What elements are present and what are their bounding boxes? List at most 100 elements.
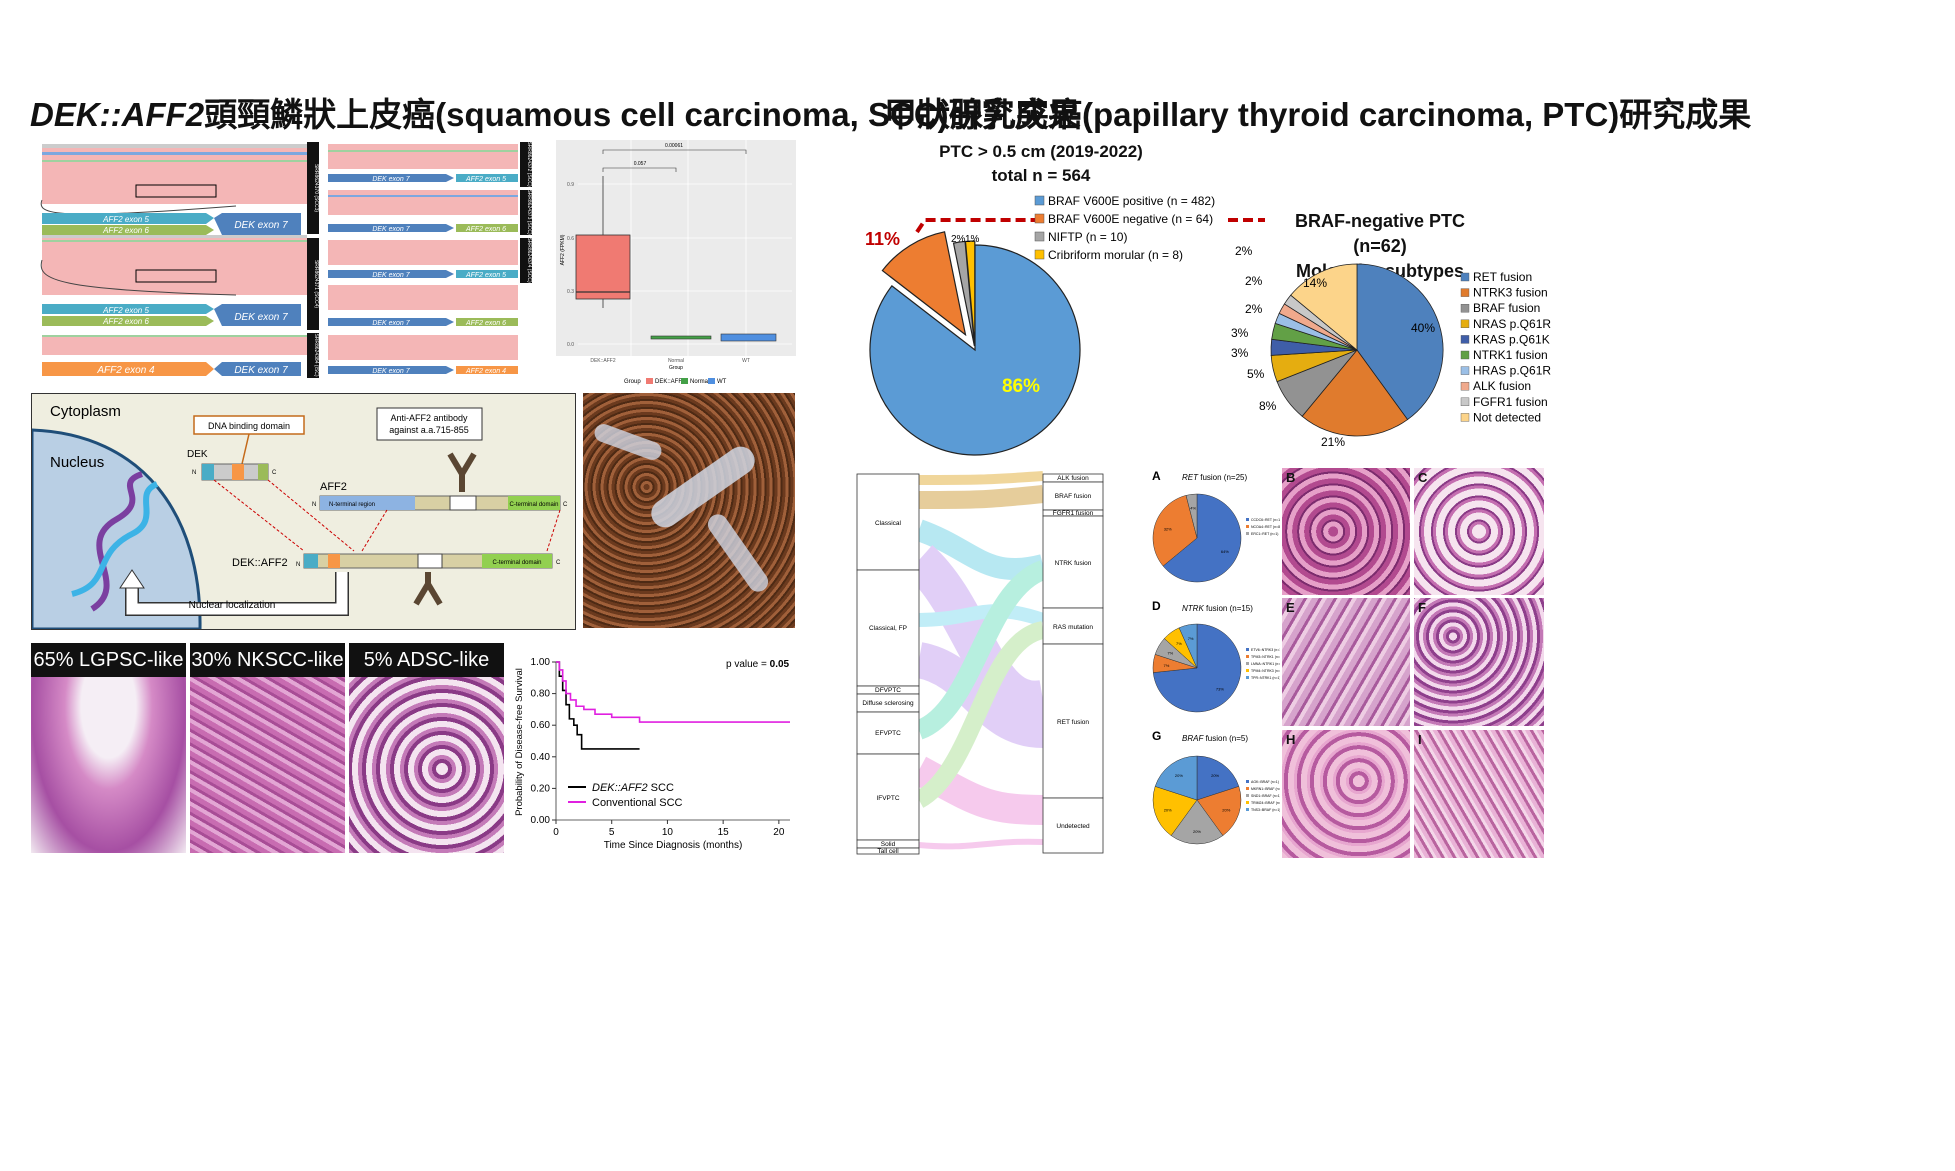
exon-label: AFF2 exon 4 — [465, 368, 506, 375]
sig-bracket — [602, 149, 747, 154]
flow — [918, 485, 1044, 509]
read-row — [42, 152, 307, 155]
panel-letter: F — [1418, 600, 1426, 615]
sample-id-bar — [307, 142, 319, 234]
pie1-legend-item: BRAF V600E negative (n = 64) — [1048, 212, 1213, 226]
exon-bar — [214, 213, 301, 235]
legend-dek-italic: DEK::AFF2 — [592, 782, 648, 794]
fusion-hatch — [417, 553, 443, 569]
sample-id: SRR8624384 (ISC) — [313, 333, 319, 376]
sankey-node-left — [856, 847, 920, 855]
small-pie-legend-item: NCOA4::RET (n=8) — [1251, 525, 1280, 529]
histo-lgpsc: 65% LGPSC-like — [31, 643, 186, 853]
ihc-image — [583, 393, 795, 628]
sample-id: SRR8624371 (SCC4) — [313, 260, 319, 308]
sample-id: SRR8624372 (SCC) — [526, 141, 532, 187]
read-block — [42, 335, 307, 355]
legend-item: WT — [717, 379, 727, 385]
sankey-node-left — [856, 473, 920, 571]
small-pie-label: 7% — [1176, 641, 1182, 646]
exon-bar — [456, 366, 518, 374]
exon-label: AFF2 exon 4 — [96, 365, 155, 376]
histo-label-lgpsc: 65% LGPSC-like — [31, 643, 186, 677]
km-pvalue: p value = 0.05 — [726, 659, 790, 670]
pie2-label: 5% — [1247, 367, 1265, 381]
exon-bar — [328, 270, 454, 278]
pointer-line — [241, 433, 250, 465]
pie1-legend-item: NIFTP (n = 10) — [1048, 230, 1127, 244]
read-coverage — [42, 144, 307, 148]
pie1-title-line2: total n = 564 — [991, 166, 1091, 185]
pie2-label: 40% — [1411, 321, 1435, 335]
n-terminus: N — [296, 562, 300, 568]
histo-adsc: 5% ADSC-like — [349, 643, 504, 853]
dna-binding-label: DNA binding domain — [208, 421, 290, 431]
small-pie-title: RET fusion (n=25) — [1182, 473, 1247, 482]
exon-label: AFF2 exon 6 — [465, 226, 506, 233]
sankey-node-right — [1042, 607, 1104, 645]
exon-bar — [42, 304, 214, 314]
x-tick: DEK::AFF2 — [590, 358, 616, 364]
histo-h: H — [1282, 730, 1410, 858]
exon-label: AFF2 exon 5 — [102, 215, 149, 224]
small-pie-slice — [1185, 493, 1198, 539]
pie1-dashed-connector — [915, 218, 1035, 234]
sample-id: SRR8624374 (SCC) — [526, 237, 532, 283]
pie2-legend-item: FGFR1 fusion — [1473, 395, 1548, 409]
exon-bar — [42, 213, 214, 224]
arrow-head-icon — [119, 569, 145, 589]
pie2-legend-item: ALK fusion — [1473, 379, 1531, 393]
y-tick: 0.3 — [567, 289, 574, 295]
small-pie-label: 20% — [1164, 808, 1172, 813]
y-tick-label: 0.40 — [531, 752, 551, 763]
pie2-legend-swatch — [1460, 350, 1470, 360]
flow — [918, 838, 1044, 850]
fusion-schematic: Cytoplasm Nucleus DNA binding domain Ant… — [31, 393, 576, 630]
pie2-label: 3% — [1231, 346, 1249, 360]
small-pie-legend-swatch — [1246, 648, 1249, 651]
left-title-italic: DEK::AFF2 — [30, 96, 205, 133]
small-pie-slice — [1162, 493, 1242, 583]
pie2-legend-swatch — [1460, 319, 1470, 329]
small-pie-legend-item: ETV6::NTRK3 (n=11) — [1251, 648, 1280, 652]
cterm-label: C-terminal domain — [492, 560, 541, 566]
igv-left-reads — [40, 144, 307, 355]
left-title-text: 頭頸鱗狀上皮癌(squamous cell carcinoma, SCC)研究成… — [204, 96, 1081, 133]
sankey-left-label: IFVPTC — [876, 795, 899, 802]
y-tick: 0.9 — [567, 182, 574, 188]
pie2-label: 14% — [1303, 276, 1327, 290]
pie2-label: 2% — [1245, 302, 1263, 316]
small-pie-slice — [1152, 786, 1198, 836]
y-tick-label: 0.60 — [531, 720, 551, 731]
pie1-slice — [881, 231, 967, 337]
histo-label-nkscc: 30% NKSCC-like — [190, 643, 345, 677]
igv-figure: AFF2 exon 5 AFF2 exon 6 DEK exon 7 AFF2 … — [40, 141, 532, 378]
pie1-label-1: 1% — [965, 234, 980, 245]
read-row — [328, 195, 518, 197]
c-terminus: C — [556, 560, 561, 566]
km-pvalue-label: p value = — [726, 659, 770, 670]
panel-letter: A — [1152, 469, 1161, 483]
read-row — [42, 240, 307, 242]
read-block — [42, 235, 307, 295]
pie2-slice — [1356, 263, 1444, 421]
panel-letter: G — [1152, 729, 1161, 743]
read-block — [328, 240, 518, 265]
nucleus-label: Nucleus — [50, 454, 104, 471]
fusion-dek-part — [304, 554, 318, 568]
pie2-label: 3% — [1231, 326, 1249, 340]
small-pie-legend-swatch — [1246, 787, 1249, 790]
small-pie-legend-swatch — [1246, 676, 1249, 679]
pie2-legend-swatch — [1460, 381, 1470, 391]
igv-right-reads — [328, 144, 518, 360]
aff2-cterm — [508, 496, 560, 510]
dek-domain — [202, 464, 214, 480]
small-pie-slice — [1178, 623, 1198, 669]
pie2-legend-swatch — [1460, 413, 1470, 422]
pie2-legend-item: BRAF fusion — [1473, 301, 1540, 315]
pie2-legend-item: KRAS p.Q61K — [1473, 332, 1550, 346]
small-pie-slice — [1196, 786, 1242, 836]
sankey-right-label: RET fusion — [1057, 719, 1089, 726]
legend-swatch — [1034, 213, 1045, 224]
small-pie-slice — [1170, 799, 1224, 845]
